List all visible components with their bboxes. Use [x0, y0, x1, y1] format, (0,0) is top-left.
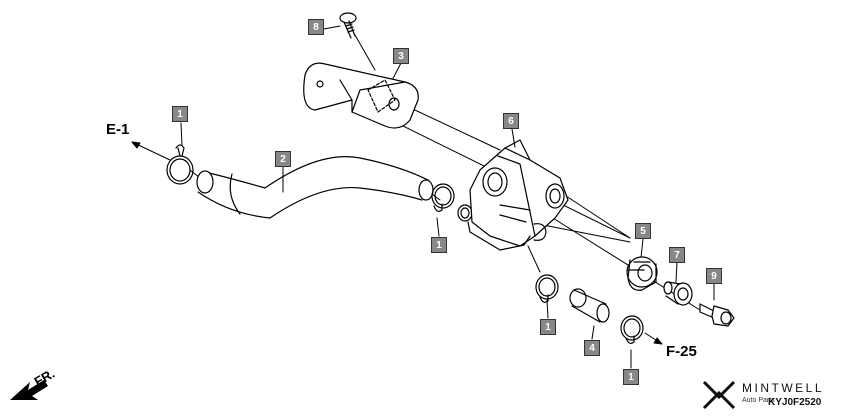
watermark-subtitle: Auto Parts: [742, 397, 775, 404]
callout-part-1: 1: [172, 106, 188, 122]
mintwell-logo-icon: [702, 380, 736, 410]
arrow-f25: [644, 332, 663, 345]
ref-label-e1: E-1: [106, 121, 130, 138]
clamp-part-1-a: [166, 144, 194, 185]
watermark-brand: MINTWELL: [742, 381, 825, 395]
clamp-part-1-b: [431, 183, 473, 222]
watermark: MINTWELL Auto Parts: [702, 378, 837, 414]
diagram-code: KYJ0F2520: [768, 397, 822, 408]
callout-part-1: 1: [540, 319, 556, 335]
front-arrow-icon: [10, 380, 48, 400]
ref-label-f25: F-25: [666, 343, 697, 360]
callout-part-1: 1: [431, 237, 447, 253]
clamp-part-1-d: [620, 315, 644, 344]
callout-part-8: 8: [308, 19, 324, 35]
clamp-part-1-c: [535, 274, 559, 303]
bracket-part-3: [303, 62, 419, 129]
callout-part-1: 1: [623, 369, 639, 385]
callout-part-7: 7: [669, 247, 685, 263]
callout-part-3: 3: [393, 48, 409, 64]
arrow-e1: [131, 141, 171, 161]
valve-part-6: [467, 139, 569, 251]
callout-part-9: 9: [706, 268, 722, 284]
callout-part-5: 5: [635, 223, 651, 239]
screw-part-8: [339, 12, 357, 39]
callout-part-4: 4: [584, 340, 600, 356]
callout-part-6: 6: [503, 113, 519, 129]
bolt-part-9: [699, 303, 735, 327]
grommet-part-5: [626, 256, 658, 291]
callout-part-2: 2: [275, 151, 291, 167]
collar-part-7: [663, 281, 693, 306]
hose-part-2: [196, 156, 434, 219]
tube-part-4: [569, 288, 610, 323]
